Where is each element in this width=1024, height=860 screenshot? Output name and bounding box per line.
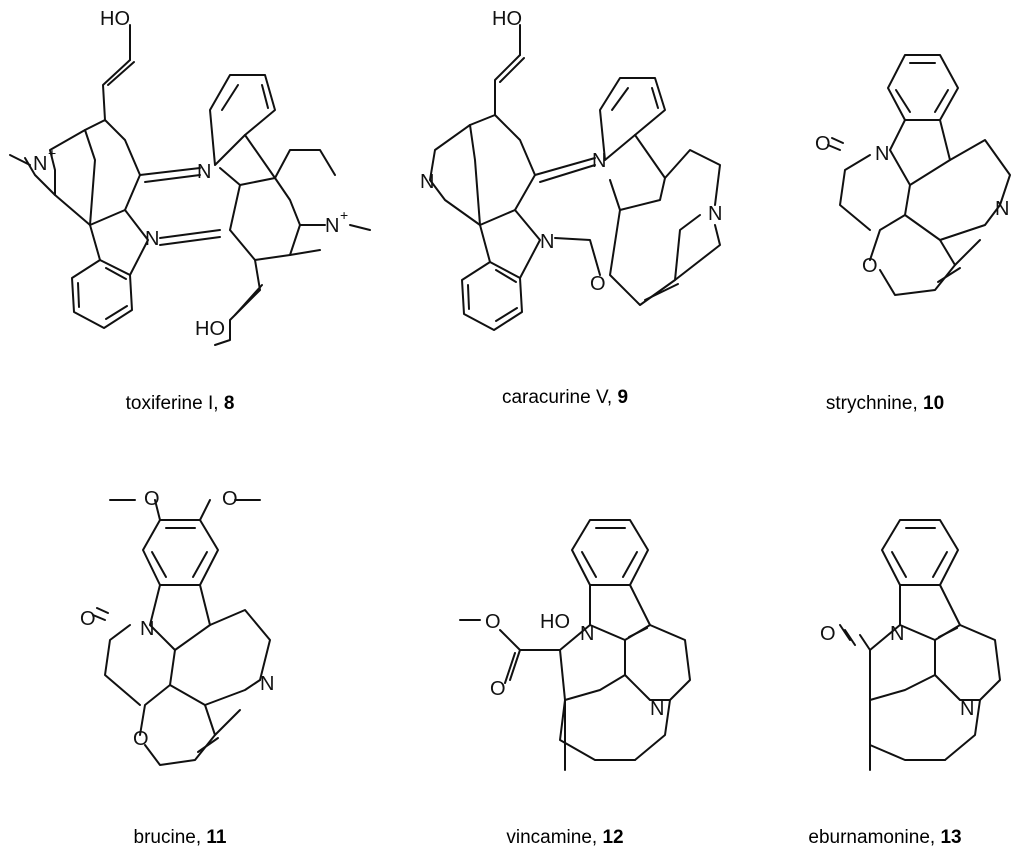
compound-number: 8 bbox=[223, 393, 235, 414]
atom-o: O bbox=[80, 608, 96, 630]
atom-n-plus: N bbox=[33, 153, 47, 175]
structure-brucine: O O N O N O bbox=[80, 488, 274, 766]
atom-ho: HO bbox=[492, 8, 522, 30]
atom-n: N bbox=[580, 623, 594, 645]
caption-toxiferine: toxiferine I, 8 bbox=[30, 393, 330, 415]
atom-n: N bbox=[960, 698, 974, 720]
atom-o: O bbox=[862, 255, 878, 277]
atom-ho: HO bbox=[540, 611, 570, 633]
atom-o: O bbox=[490, 678, 506, 700]
atom-n: N bbox=[995, 198, 1009, 220]
atom-n: N bbox=[890, 623, 904, 645]
atom-ho: HO bbox=[100, 8, 130, 30]
atom-n: N bbox=[140, 618, 154, 640]
caption-vincamine: vincamine, 12 bbox=[415, 827, 715, 849]
atom-n: N bbox=[260, 673, 274, 695]
compound-name: eburnamonine, bbox=[808, 827, 941, 848]
caption-strychnine: strychnine, 10 bbox=[735, 393, 1024, 415]
atom-o: O bbox=[222, 488, 238, 510]
atom-o: O bbox=[590, 273, 606, 295]
compound-number: 13 bbox=[940, 827, 962, 848]
atom-n-plus: N bbox=[325, 215, 339, 237]
caption-brucine: brucine, 11 bbox=[30, 827, 330, 849]
structure-strychnine: N O N O bbox=[815, 54, 1011, 296]
compound-number: 12 bbox=[602, 827, 624, 848]
structure-caracurine: N N N N O HO bbox=[420, 8, 722, 331]
atom-n: N bbox=[708, 203, 722, 225]
compound-number: 9 bbox=[617, 387, 629, 408]
charge-plus: + bbox=[340, 207, 348, 223]
atom-n: N bbox=[197, 161, 211, 183]
structure-vincamine: N HO O O N bbox=[459, 519, 691, 771]
compound-name: brucine, bbox=[133, 827, 207, 848]
structure-eburnamonine: N O N bbox=[820, 519, 1001, 771]
atom-o: O bbox=[133, 728, 149, 750]
compound-number: 10 bbox=[923, 393, 945, 414]
compound-name: strychnine, bbox=[825, 393, 923, 414]
atom-o: O bbox=[485, 611, 501, 633]
atom-n: N bbox=[875, 143, 889, 165]
atom-n: N bbox=[420, 171, 434, 193]
compound-name: toxiferine I, bbox=[125, 393, 224, 414]
compound-number: 11 bbox=[206, 827, 227, 848]
atom-n: N bbox=[592, 150, 606, 172]
caption-eburnamonine: eburnamonine, 13 bbox=[735, 827, 1024, 849]
atom-o: O bbox=[820, 623, 836, 645]
atom-n: N bbox=[145, 228, 159, 250]
atom-o: O bbox=[144, 488, 160, 510]
structure-toxiferine: N + N N N + HO HO bbox=[9, 8, 371, 346]
atom-o: O bbox=[815, 133, 831, 155]
atom-ho: HO bbox=[195, 318, 225, 340]
atom-n: N bbox=[650, 698, 664, 720]
atom-n: N bbox=[540, 231, 554, 253]
compound-name: caracurine V, bbox=[501, 387, 618, 408]
compound-name: vincamine, bbox=[506, 827, 603, 848]
caption-caracurine: caracurine V, 9 bbox=[415, 387, 715, 409]
charge-plus: + bbox=[48, 145, 56, 161]
